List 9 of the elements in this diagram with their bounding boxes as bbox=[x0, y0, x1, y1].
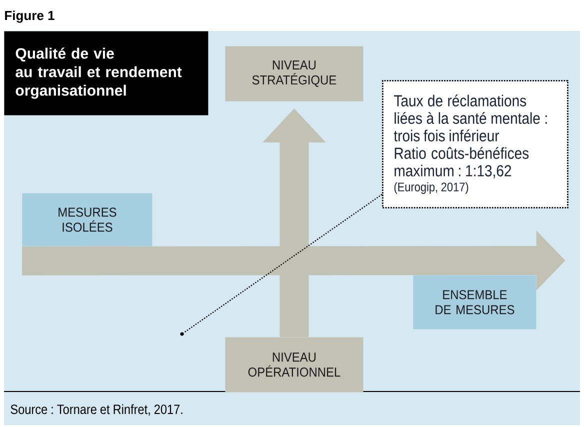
source-caption: Source : Tornare et Rinfret, 2017. bbox=[10, 404, 182, 416]
figure-title: Figure 1 bbox=[5, 10, 54, 23]
callout-box: Taux de réclamations liées à la santé mentale : trois fois inférieur Ratio coûts-bénéfices maximum : 1:13,62 (Eurogip, 2017) bbox=[382, 80, 568, 208]
level-box: NIVEAU STRATÉGIQUE bbox=[225, 46, 364, 102]
heading-box: Qualité de vie au travail et rendement organisationnel bbox=[4, 31, 208, 116]
level-box: NIVEAU OPÉRATIONNEL bbox=[225, 337, 364, 392]
measures-box: MESURES ISOLÉES bbox=[22, 193, 152, 246]
leader-line bbox=[183, 194, 382, 334]
measures-box: ENSEMBLE DE MESURES bbox=[413, 275, 536, 330]
